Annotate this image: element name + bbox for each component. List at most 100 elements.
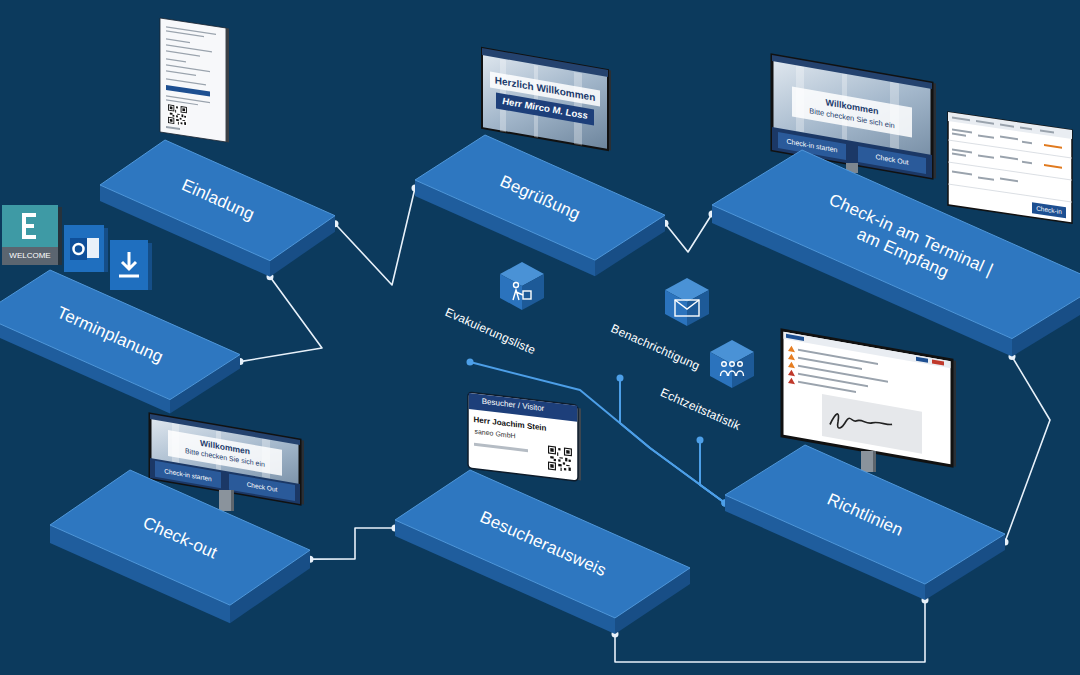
invitation-document (168, 104, 187, 126)
screen-text: Besucher / Visitor (482, 397, 545, 414)
welcome-app-icon (58, 207, 62, 265)
reception-panel (1000, 136, 1018, 141)
reception-panel (1020, 127, 1032, 131)
policy-tablet (784, 332, 951, 368)
reception-panel (1044, 164, 1062, 169)
welcome-app-icon (22, 213, 36, 217)
screen-text: Check-in (1036, 205, 1062, 216)
screen-text: Check Out (247, 481, 278, 494)
cube-side (732, 352, 754, 388)
screen-text: Check-in starten (787, 137, 838, 154)
platform-node: Einladung (100, 140, 335, 277)
welcome-app-icon (2, 205, 58, 247)
platform-top (712, 150, 1080, 339)
welcome-screen (482, 48, 611, 151)
reception-panel (948, 184, 1072, 202)
invitation-document (166, 31, 204, 37)
platform-top (415, 135, 665, 260)
invitation-document (160, 18, 226, 142)
reception-panel (978, 154, 994, 158)
node-label: Benachrichtigung (608, 322, 701, 374)
cube-side (665, 290, 687, 326)
download-icon (110, 240, 152, 290)
connector-line (470, 362, 725, 503)
screen-text: Check-in starten (164, 467, 211, 483)
connector-dots (237, 185, 1016, 638)
cube-glyph (675, 300, 699, 316)
invitation-document (166, 85, 210, 97)
policy-tablet (788, 345, 795, 368)
node-label: Evakuierungsliste (443, 306, 538, 358)
reception-panel (978, 134, 994, 138)
person-glyph (738, 362, 743, 367)
terminal-stand (219, 490, 234, 511)
box-glyph (523, 291, 531, 299)
cube-glyph (721, 362, 744, 376)
reception-panel (952, 117, 970, 122)
connector-line (615, 600, 925, 662)
cube-side (522, 274, 544, 310)
tablet-stand (861, 451, 876, 472)
cube-side (687, 290, 709, 326)
platform-top (725, 445, 1005, 584)
outlook-icon (64, 225, 108, 272)
person-glyph (513, 290, 523, 300)
welcome-app-icon (22, 235, 36, 239)
reception-panel (1000, 178, 1018, 183)
policy-tablet (916, 357, 928, 363)
connector-dot (617, 375, 624, 382)
person-glyph (721, 371, 728, 376)
policy-tablet (798, 373, 868, 387)
screen-text: saneo GmbH (474, 428, 515, 441)
outlook-icon (74, 244, 84, 254)
welcome-app-icon (2, 247, 58, 265)
invitation-document (160, 18, 229, 142)
node-label: Echtzeitstatistik (658, 386, 742, 434)
connector-line (240, 277, 322, 362)
reception-panel (952, 153, 966, 157)
person-glyph (722, 362, 727, 367)
policy-tablet (786, 334, 804, 341)
outlook-icon (104, 228, 108, 272)
cube-side (500, 274, 522, 310)
platform-node: Check-out (50, 470, 310, 623)
reception-panel (948, 162, 1072, 180)
download-icon (148, 243, 152, 290)
tablet-stand (861, 451, 873, 472)
visitor-badge (468, 392, 578, 481)
connector-group (240, 188, 1050, 662)
reception-panel (948, 140, 1072, 202)
reception-panel (952, 171, 972, 176)
policy-tablet (822, 394, 922, 454)
person-glyph (730, 362, 735, 367)
cube-glyph (513, 283, 531, 301)
reception-panel (948, 112, 1072, 223)
reception-panel (1044, 144, 1062, 149)
invitation-document (166, 71, 196, 76)
reception-panel (1000, 124, 1014, 128)
visitor-badge (548, 446, 572, 473)
reception-panel (1032, 202, 1066, 218)
check-in-terminal (792, 86, 912, 137)
platform-node: Besucherausweis (395, 470, 690, 634)
connector-dot (467, 359, 474, 366)
outlook-icon (70, 238, 87, 260)
reception-panel (978, 176, 994, 180)
reception-panel (948, 140, 1072, 158)
invitation-document (166, 39, 190, 43)
invitation-document (166, 126, 180, 130)
reception-panel (948, 112, 1072, 223)
platform-top (395, 470, 690, 618)
platform-top (100, 140, 335, 261)
screen-text: WELCOME (9, 251, 50, 260)
envelope-glyph (675, 300, 699, 309)
policy-tablet (798, 381, 856, 393)
envelope-glyph (675, 300, 699, 316)
reception-panel (1040, 129, 1054, 133)
invitation-document (166, 27, 216, 35)
reception-panel (952, 129, 972, 134)
policy-tablet (798, 349, 888, 399)
connector-line (310, 528, 395, 559)
reception-panel (952, 149, 972, 154)
